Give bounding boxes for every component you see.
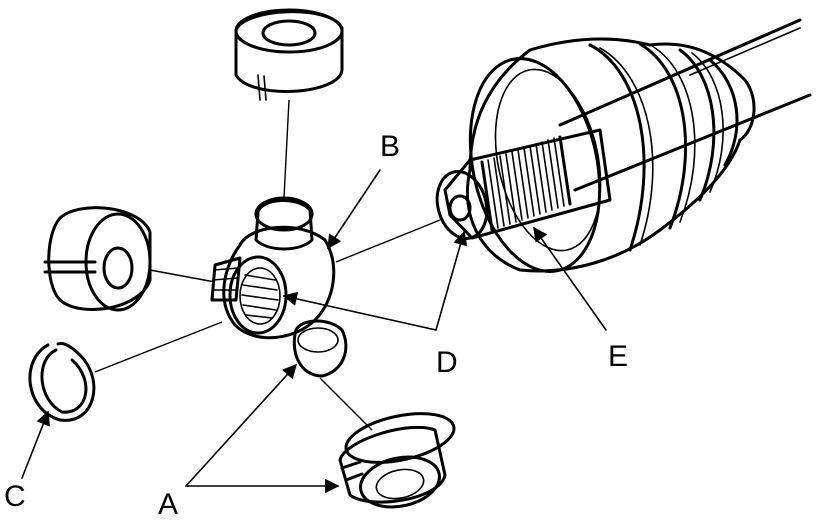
arrow-b	[327, 169, 381, 250]
splined-shaft-end	[435, 128, 612, 240]
spider-hub	[210, 196, 348, 378]
label-d: D	[436, 346, 458, 379]
arrow-e	[533, 226, 607, 331]
roller-top	[234, 8, 344, 101]
label-c: C	[4, 480, 26, 513]
arrow-c	[21, 410, 50, 479]
alignment-lines	[94, 99, 441, 431]
roller-left	[43, 206, 152, 312]
label-b: B	[380, 130, 400, 163]
arrow-d-to-bore	[282, 291, 437, 331]
callout-labels: A B C D E	[4, 130, 628, 521]
label-e: E	[608, 340, 628, 373]
cv-boot	[465, 37, 756, 273]
callout-arrows	[21, 169, 607, 494]
roller-bottom	[338, 412, 456, 509]
arrow-d-to-shaft	[435, 230, 468, 331]
arrow-a-to-spider	[185, 363, 297, 487]
circlip	[28, 341, 96, 422]
axle-shaft	[558, 18, 812, 192]
label-a: A	[158, 488, 178, 521]
